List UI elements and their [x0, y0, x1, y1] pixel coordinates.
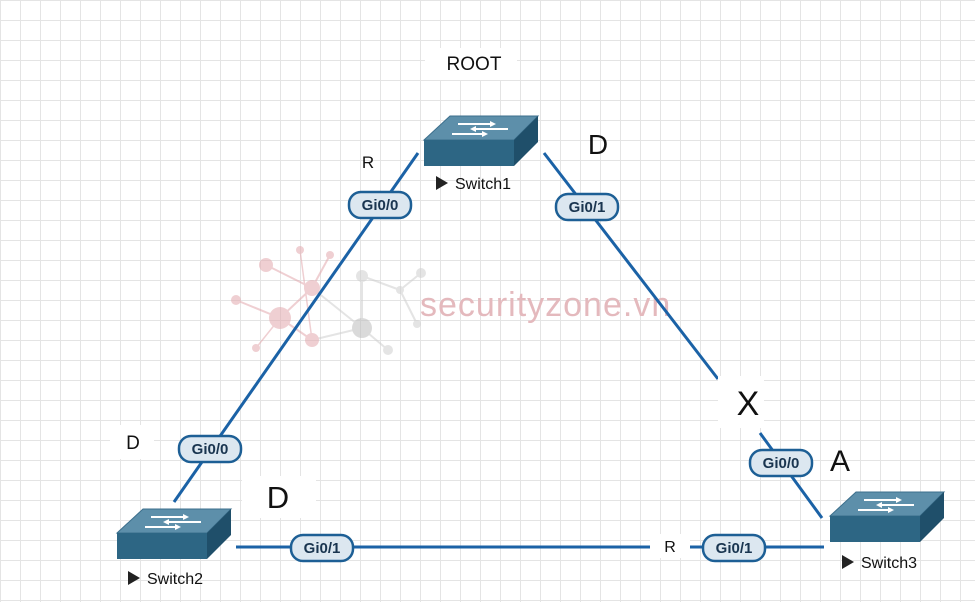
x-label-background — [718, 376, 764, 428]
port-badge-switch3-gi01[interactable]: Gi0/1 — [701, 533, 767, 563]
role-d-switch1: D — [588, 129, 608, 160]
port-label: Gi0/1 — [304, 540, 341, 557]
port-label: Gi0/1 — [716, 540, 753, 557]
switch2-label: Switch2 — [147, 571, 203, 588]
role-a-switch3: A — [830, 445, 850, 478]
port-badge-switch3-gi00[interactable]: Gi0/0 — [748, 448, 814, 478]
play-icon — [436, 176, 448, 190]
watermark-logo — [231, 246, 426, 355]
port-label: Gi0/0 — [362, 197, 399, 214]
role-d-switch2-bottom: D — [267, 480, 289, 515]
port-badge-switch2-gi00[interactable]: Gi0/0 — [177, 434, 243, 464]
role-x-blocked: X — [737, 385, 760, 423]
switch2-icon[interactable] — [116, 508, 232, 560]
role-r-switch1: R — [362, 153, 374, 172]
switch3-icon[interactable] — [829, 491, 945, 543]
d-label-background — [242, 476, 316, 518]
switch1-label: Switch1 — [455, 176, 511, 193]
port-badge-switch2-gi01[interactable]: Gi0/1 — [289, 533, 355, 563]
port-badge-switch1-gi00[interactable]: Gi0/0 — [347, 190, 413, 220]
port-label: Gi0/0 — [192, 441, 229, 458]
switch3-label: Switch3 — [861, 555, 917, 572]
r-label-background — [650, 534, 690, 558]
root-label-background — [425, 48, 517, 80]
watermark-text: securityzone.vn — [420, 286, 671, 324]
play-icon — [128, 571, 140, 585]
port-badge-switch1-gi01[interactable]: Gi0/1 — [554, 192, 620, 222]
role-r-switch3: R — [664, 539, 676, 556]
port-label: Gi0/1 — [569, 199, 606, 216]
switch1-icon[interactable] — [423, 115, 539, 167]
d-left-label-background — [110, 425, 154, 459]
play-icon — [842, 555, 854, 569]
role-d-switch2-left: D — [126, 433, 140, 454]
port-label: Gi0/0 — [763, 455, 800, 472]
root-label: ROOT — [447, 54, 502, 75]
link-switch1-switch3-upper — [542, 152, 720, 380]
